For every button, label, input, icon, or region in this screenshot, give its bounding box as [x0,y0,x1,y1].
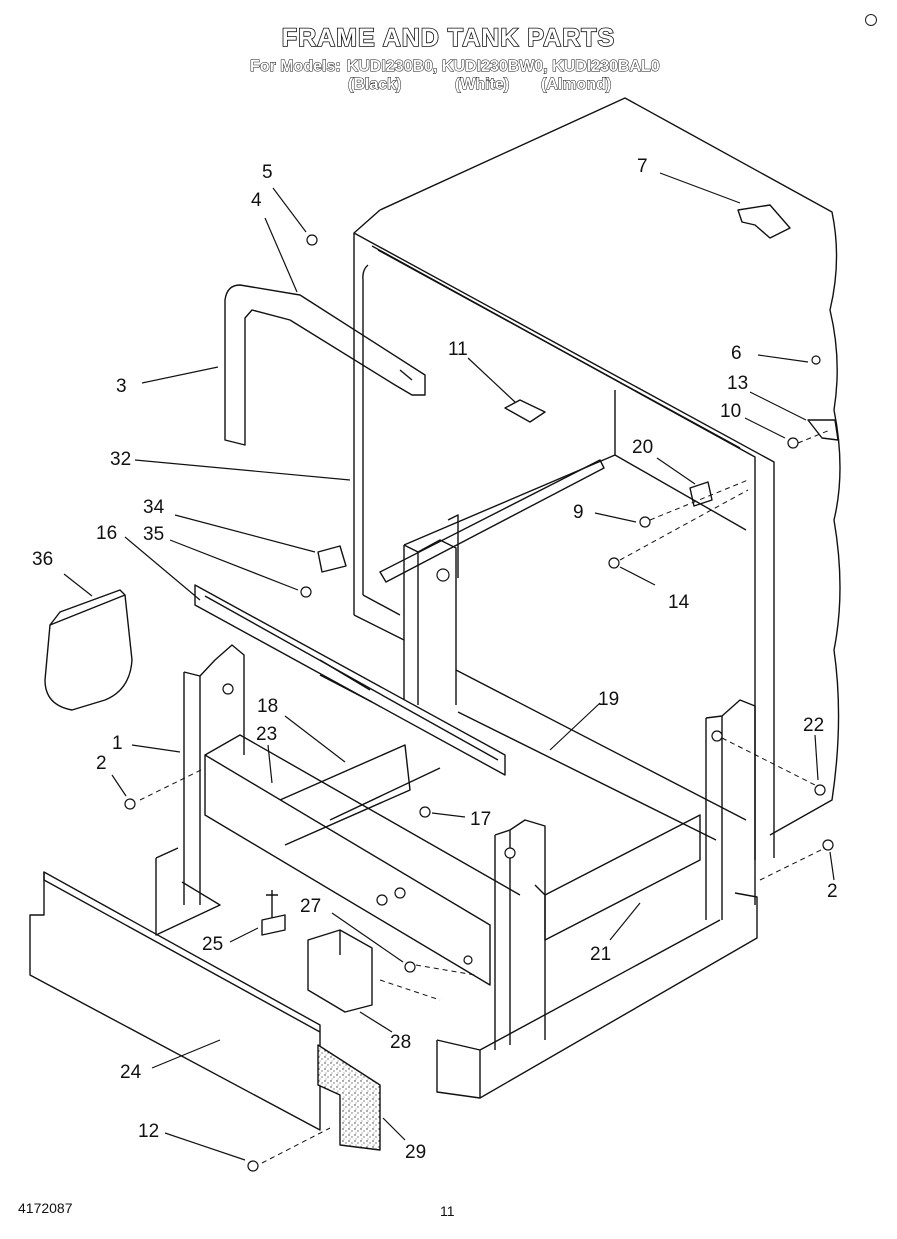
page-title: FRAME AND TANK PARTS [281,23,616,53]
document-number: 4172087 [18,1200,73,1216]
callout-16: 16 [96,523,118,544]
callout-5: 5 [262,162,273,183]
callout-29: 29 [405,1142,427,1163]
tank-front-frame [353,232,775,858]
inner-rail [379,459,605,583]
callout-18: 18 [257,696,279,717]
rear-right-leg [705,699,756,920]
callout-9: 9 [573,502,584,523]
callout-4: 4 [251,190,262,211]
model-number: KUDI230BAL0 [552,58,661,76]
models-line: For Models:KUDI230B0, KUDI230BW0, KUDI23… [250,58,661,76]
leader-lines [63,172,835,1161]
callout-6: 6 [731,343,742,364]
callout-20: 20 [632,437,654,458]
screw-2-left [124,798,136,810]
callout-35: 35 [143,524,165,545]
front-right-leg [494,819,546,1050]
callout-10: 10 [720,401,742,422]
screw-9 [639,516,651,528]
screw-14 [608,557,620,569]
washer-10 [787,437,799,449]
left-frame-side [183,644,245,905]
insulation-29 [317,1044,381,1151]
callout-28: 28 [390,1032,412,1053]
callout-1: 1 [112,733,123,754]
top-rail-16 [194,584,506,776]
callout-12: 12 [138,1121,160,1142]
screw-5 [306,234,318,246]
screw-22 [814,784,826,796]
bracket-13 [807,419,839,441]
alignment-lines [139,429,831,1164]
callout-32: 32 [110,449,132,470]
callout-22: 22 [803,715,825,736]
door-gasket [224,284,426,446]
callout-19: 19 [598,689,620,710]
clip-11 [504,399,546,423]
corner-hole-mark [865,14,877,26]
callout-13: 13 [727,373,749,394]
spacer-20 [689,481,713,507]
callout-2-right: 2 [827,881,838,902]
screw-35 [300,586,312,598]
header: FRAME AND TANK PARTS For Models:KUDI230B… [0,0,897,100]
model-color: (Black) [347,76,402,94]
leveling-leg [261,890,286,936]
callout-17: 17 [470,809,492,830]
bracket-34 [317,545,347,573]
callout-7: 7 [637,156,648,177]
callout-36: 36 [32,549,54,570]
fasteners [124,234,834,1172]
model-number: KUDI230B0, [346,58,438,76]
base-pan [436,892,758,1099]
screw-6 [811,355,821,365]
model-color: (Almond) [540,76,612,94]
model-color: (White) [454,76,510,94]
screw-12 [247,1160,259,1172]
page-number: 11 [440,1203,455,1219]
callout-25: 25 [202,934,224,955]
cross-channel-21 [544,814,701,941]
bracket-36 [44,594,133,711]
model-number: KUDI230BW0, [441,58,548,76]
clip-7 [737,204,791,239]
screw-17 [419,806,431,818]
screw-2-right [822,839,834,851]
screw-27 [404,961,416,973]
models-label: For Models: [250,58,342,76]
tank-outline [379,97,841,836]
callout-21: 21 [590,944,612,965]
callout-11: 11 [448,339,468,360]
callout-27: 27 [300,896,322,917]
callout-23: 23 [256,724,278,745]
callout-3: 3 [116,376,127,397]
callout-24: 24 [120,1062,142,1083]
cross-channel-23 [204,754,491,986]
callout-34: 34 [143,497,165,518]
toe-panel-24 [29,871,321,1131]
callout-14: 14 [668,592,690,613]
callout-2-left: 2 [96,753,107,774]
front-left-leg [403,539,457,705]
